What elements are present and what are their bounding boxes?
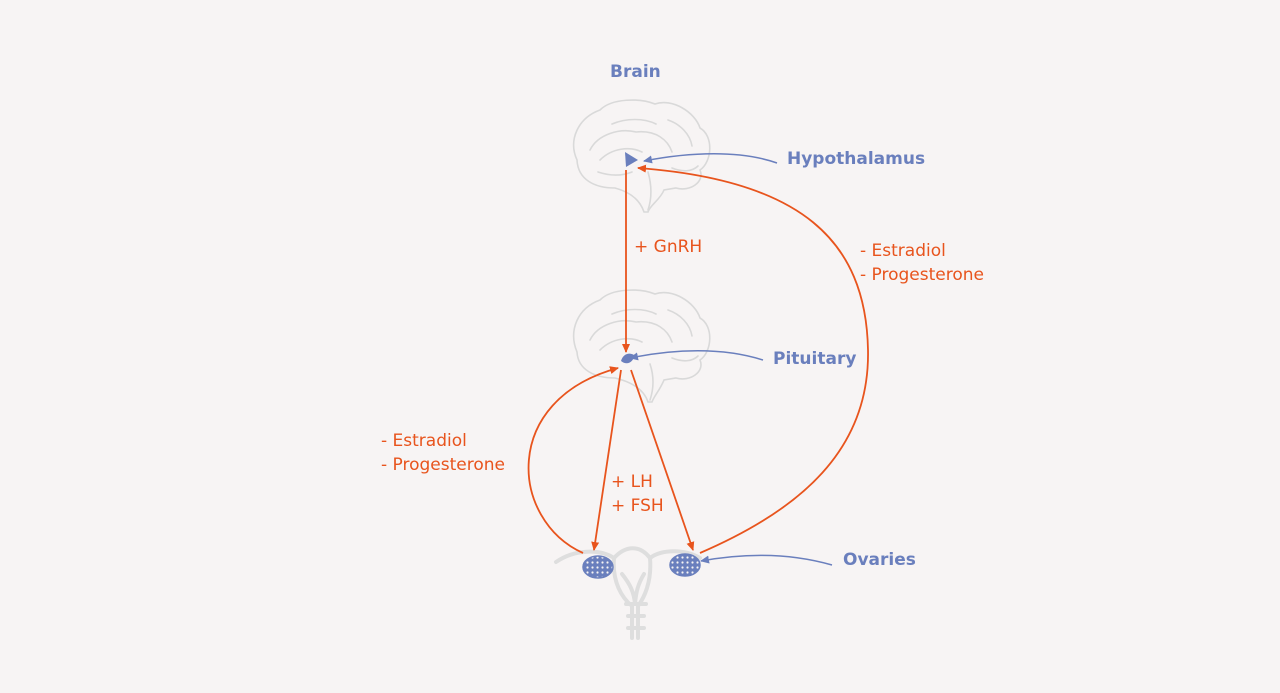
brain-icon	[572, 289, 711, 403]
estradiol-label: - Estradiol	[381, 431, 467, 451]
ovary-icon	[669, 553, 701, 577]
gnrh-label: + GnRH	[634, 237, 703, 257]
progesterone-label: - Progesterone	[381, 455, 505, 475]
lh-fsh-arrow-left	[591, 369, 622, 551]
pituitary-pointer	[629, 350, 764, 361]
pituitary-label: Pituitary	[773, 349, 857, 369]
ovaries-pointer	[700, 554, 833, 566]
ovary-icon	[582, 555, 614, 579]
hypothalamus-feedback-label: - Estradiol - Progesterone	[860, 239, 984, 287]
feedback-arrow-pituitary	[527, 366, 619, 554]
uterus-icon	[554, 546, 702, 640]
hypothalamus-marker	[625, 152, 638, 167]
hypothalamus-pointer	[643, 153, 778, 164]
hypothalamus-label: Hypothalamus	[787, 149, 926, 169]
lh-fsh-label: + LH + FSH	[611, 470, 664, 518]
brain-icon	[572, 99, 711, 213]
lh-label: + LH	[611, 472, 653, 492]
feedback-arrow-hypothalamus	[637, 164, 869, 554]
progesterone-label: - Progesterone	[860, 265, 984, 285]
ovaries-label: Ovaries	[843, 550, 916, 570]
fsh-label: + FSH	[611, 496, 664, 516]
lh-fsh-arrow-right	[630, 369, 695, 551]
pituitary-marker	[621, 353, 634, 364]
pituitary-feedback-label: - Estradiol - Progesterone	[381, 429, 505, 477]
estradiol-label: - Estradiol	[860, 241, 946, 261]
brain-label: Brain	[610, 62, 661, 82]
